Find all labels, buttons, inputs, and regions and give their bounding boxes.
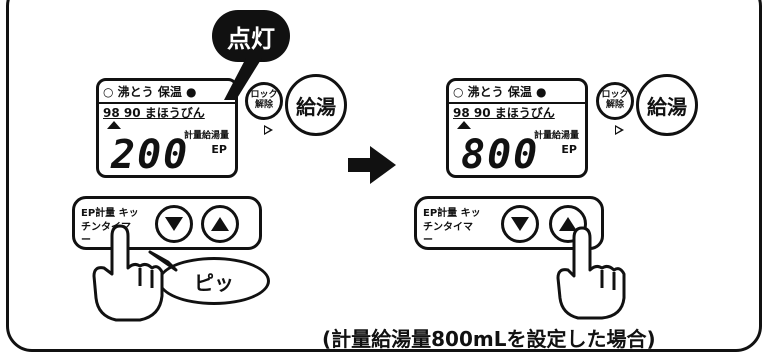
- measure-label: 計量給湯量: [533, 131, 579, 141]
- indicator-arrow-icon: [264, 125, 273, 135]
- lit-callout-badge: 点灯: [212, 10, 290, 62]
- control-bar-after: EP計量 キッチンタイマー: [414, 196, 604, 250]
- measure-label: 計量給湯量: [183, 131, 229, 141]
- hot-water-button[interactable]: 給湯: [636, 74, 698, 136]
- indicator-arrow-icon: [615, 125, 624, 135]
- lcd-divider: [99, 102, 235, 104]
- mode-status-row: ○ 沸とう 保温 ●: [453, 85, 547, 99]
- ep-timer-button[interactable]: EP計量 キッチンタイマー: [81, 208, 139, 246]
- ep-indicator: EP: [211, 143, 227, 156]
- temperature-marker-icon: [457, 121, 471, 129]
- down-button[interactable]: [501, 205, 539, 243]
- up-button[interactable]: [549, 205, 587, 243]
- lcd-divider: [449, 102, 585, 104]
- up-button[interactable]: [201, 205, 239, 243]
- measured-amount: 200: [111, 132, 190, 178]
- control-bar-before: EP計量 キッチンタイマー: [72, 196, 262, 250]
- ep-timer-button[interactable]: EP計量 キッチンタイマー: [423, 208, 481, 246]
- lcd-display-before: ○ 沸とう 保温 ● 98 90 まほうびん 計量給湯量 200 EP: [96, 78, 238, 178]
- down-triangle-icon: [165, 217, 183, 231]
- lcd-display-after: ○ 沸とう 保温 ● 98 90 まほうびん 計量給湯量 800 EP: [446, 78, 588, 178]
- temperature-marker-icon: [107, 121, 121, 129]
- mode-status-row: ○ 沸とう 保温 ●: [103, 85, 197, 99]
- hot-water-button[interactable]: 給湯: [285, 74, 347, 136]
- temperature-row: 98 90 まほうびん: [453, 106, 555, 120]
- up-triangle-icon: [211, 217, 229, 231]
- beep-speech-bubble: ピッ: [158, 257, 270, 305]
- up-triangle-icon: [559, 217, 577, 231]
- lock-release-button[interactable]: ロック 解除: [245, 82, 283, 120]
- down-button[interactable]: [155, 205, 193, 243]
- caption: (計量給湯量800mLを設定した場合): [322, 327, 656, 351]
- measured-amount: 800: [461, 132, 540, 178]
- ep-indicator: EP: [561, 143, 577, 156]
- down-triangle-icon: [511, 217, 529, 231]
- lock-release-button[interactable]: ロック 解除: [596, 82, 634, 120]
- temperature-row: 98 90 まほうびん: [103, 106, 205, 120]
